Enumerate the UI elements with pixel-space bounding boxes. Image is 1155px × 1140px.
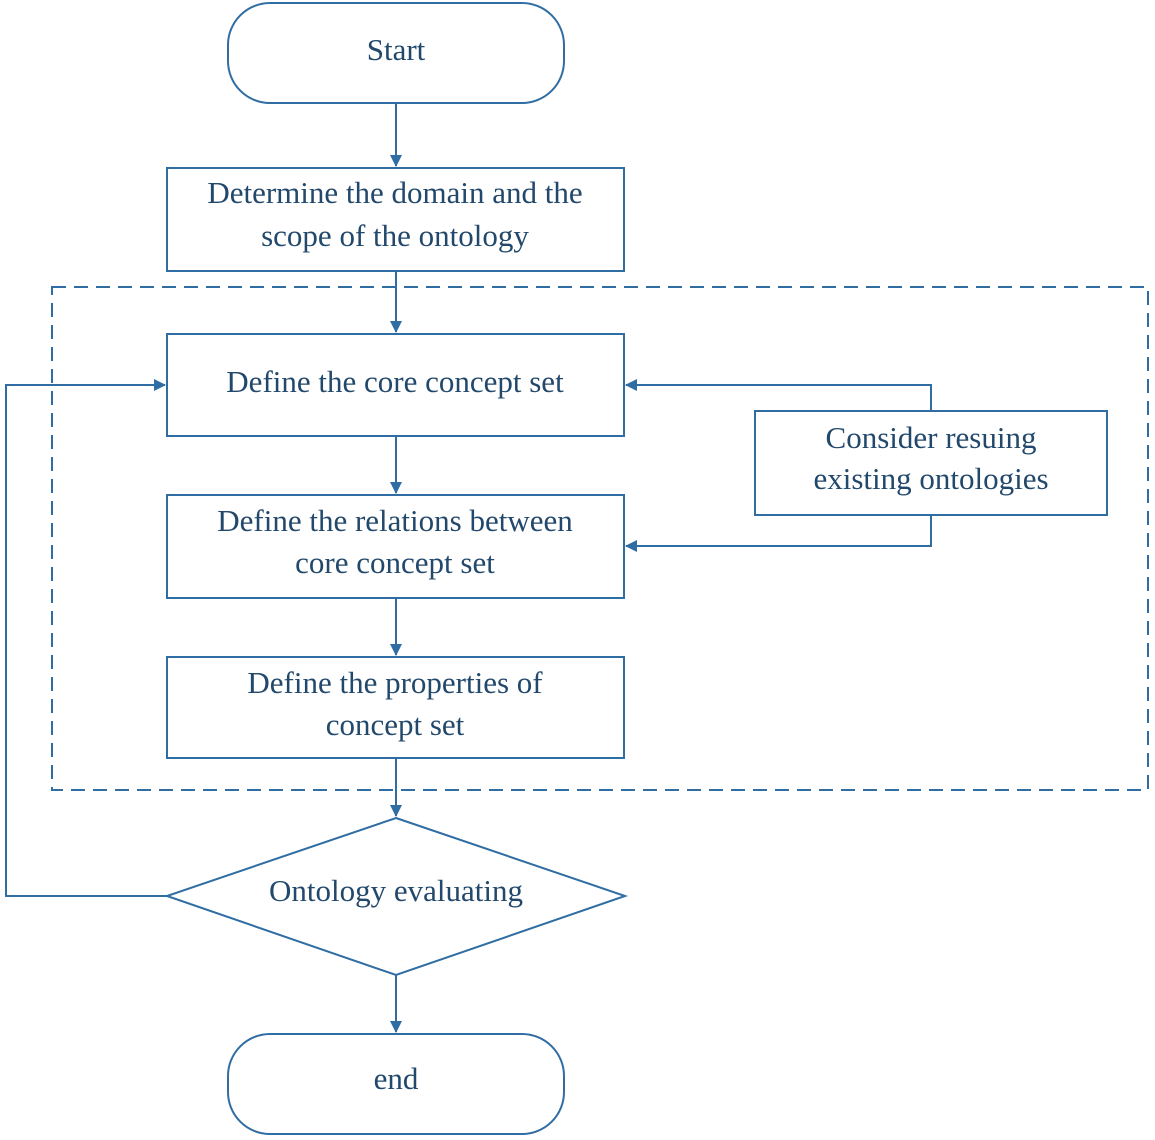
arrow-evaluation-feedback-loop bbox=[5, 379, 167, 897]
relations-label-line-1: Define the relations between bbox=[217, 503, 573, 538]
reuse-ontologies-label-line-2: existing ontologies bbox=[813, 461, 1048, 496]
evaluation-label: Ontology evaluating bbox=[269, 873, 523, 908]
properties-label-line-2: concept set bbox=[326, 707, 465, 742]
iteration-group-boundary bbox=[51, 286, 1149, 791]
relations-label-line-2: core concept set bbox=[295, 545, 495, 580]
relations-node: Define the relations between core concep… bbox=[166, 494, 625, 599]
reuse-ontologies-label-line-1: Consider resuing bbox=[826, 420, 1037, 455]
determine-scope-label-line-2: scope of the ontology bbox=[261, 218, 529, 253]
start-label: Start bbox=[367, 32, 426, 67]
reuse-ontologies-node: Consider resuing existing ontologies bbox=[754, 410, 1108, 516]
arrow-reuse-to-core-concepts bbox=[625, 379, 932, 411]
properties-label-line-1: Define the properties of bbox=[247, 665, 543, 700]
end-label: end bbox=[374, 1061, 419, 1096]
properties-node: Define the properties of concept set bbox=[166, 656, 625, 759]
core-concepts-label: Define the core concept set bbox=[226, 364, 564, 399]
determine-scope-label-line-1: Determine the domain and the bbox=[207, 175, 582, 210]
start-node: Start bbox=[227, 2, 565, 104]
arrow-reuse-to-relations bbox=[625, 515, 932, 552]
evaluation-decision-node: Ontology evaluating bbox=[163, 816, 629, 977]
core-concepts-node: Define the core concept set bbox=[166, 333, 625, 437]
end-node: end bbox=[227, 1033, 565, 1135]
determine-scope-node: Determine the domain and the scope of th… bbox=[166, 167, 625, 272]
